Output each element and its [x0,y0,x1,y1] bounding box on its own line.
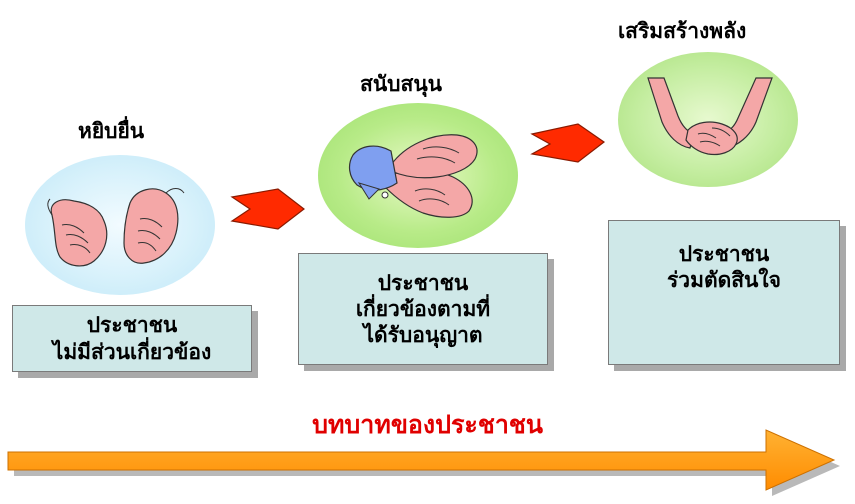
stage-2-box-line: ได้รับอนุญาต [363,323,483,348]
open-hands-icon [47,188,185,267]
holding-hands-icon [348,134,478,218]
orange-progress-arrow-icon [7,429,840,496]
stage-3-background-blob [618,52,798,187]
role-label: บทบาทของประชาชน [312,410,543,439]
stage-3-box-line: ประชาชน [678,242,770,266]
stage-3-title: เสริมสร้างพลัง [618,19,747,43]
stage-2-box-line: ประชาชน [377,270,469,295]
stage-1-title: หยิบยื่น [78,119,145,143]
stage-3-box: ประชาชน ร่วมตัดสินใจ [608,220,840,365]
red-chevron-arrow-icon [530,123,606,163]
red-chevron-arrow-icon [230,188,305,230]
stage-1-box: ประชาชน ไม่มีส่วนเกี่ยวข้อง [12,305,252,372]
stage-1-box-line: ประชาชน [86,313,178,338]
stage-2-box: ประชาชน เกี่ยวข้องตามที่ ได้รับอนุญาต [298,253,548,365]
stage-2-box-line: เกี่ยวข้องตามที่ [355,296,491,321]
stage-2-title: สนับสนุน [360,72,443,96]
handshake-icon [647,77,773,156]
stage-1-box-line: ไม่มีส่วนเกี่ยวข้อง [52,339,212,364]
stage-3-box-line: ร่วมตัดสินใจ [667,268,781,293]
